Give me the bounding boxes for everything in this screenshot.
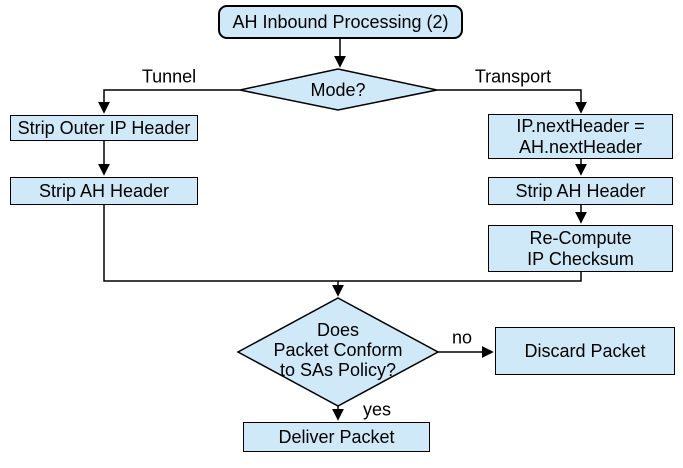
edge-label-yes: yes (362, 399, 392, 420)
policy-decision-diamond (236, 297, 440, 407)
edge-label-no: no (451, 327, 473, 348)
node-mode-decision-label: Mode? (310, 80, 366, 100)
edge-merge-rail (103, 205, 582, 282)
edge-label-tunnel: Tunnel (141, 66, 197, 87)
node-strip-ah-header-right: Strip AH Header (488, 177, 673, 205)
node-strip-outer-ip-header: Strip Outer IP Header (10, 115, 198, 141)
edge-tunnel-branch (98, 89, 240, 114)
node-ip-next-header: IP.nextHeader = AH.nextHeader (488, 114, 673, 159)
node-start: AH Inbound Processing (2) (218, 5, 463, 39)
node-strip-ah-header-left: Strip AH Header (10, 177, 198, 205)
node-recompute-checksum: Re-Compute IP Checksum (488, 225, 673, 272)
node-discard-packet: Discard Packet (495, 327, 675, 375)
mode-decision-diamond (239, 68, 438, 111)
edge-label-transport: Transport (474, 66, 552, 87)
node-policy-decision-label: Does Packet Conform to SAs Policy? (273, 320, 403, 380)
edge-transport-branch (437, 89, 587, 114)
node-deliver-packet: Deliver Packet (243, 422, 430, 452)
